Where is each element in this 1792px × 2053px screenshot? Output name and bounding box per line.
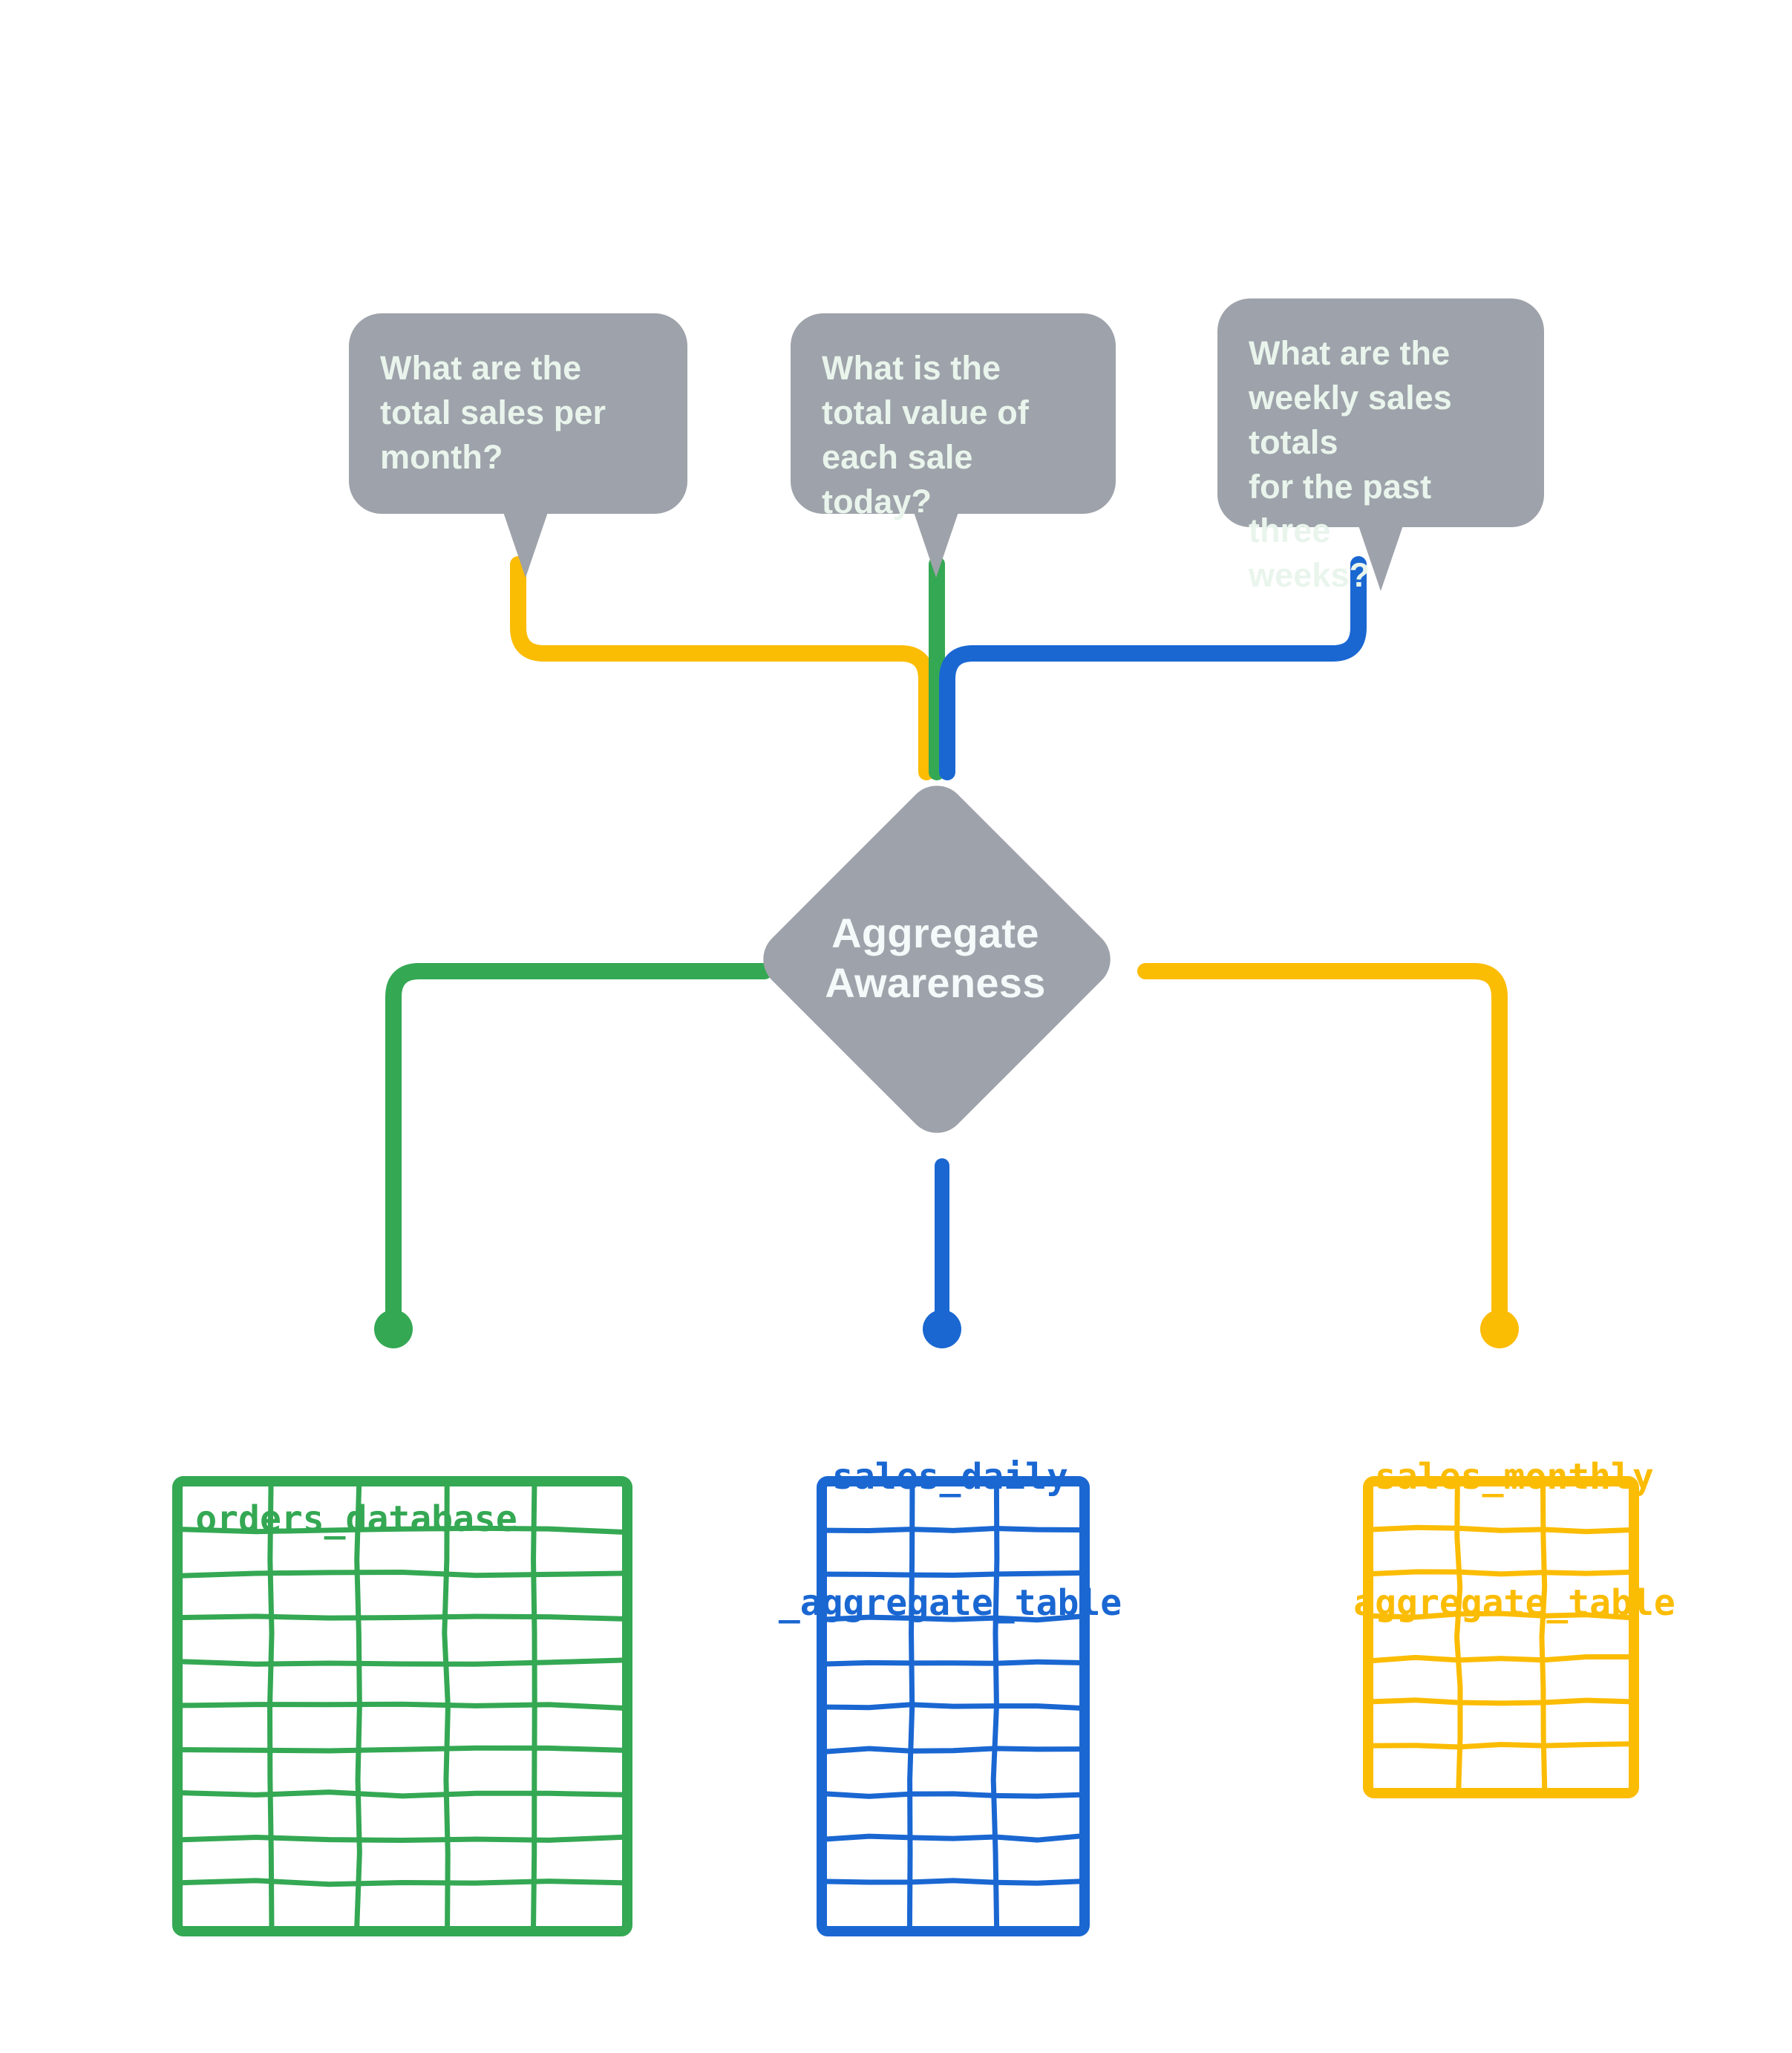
wire-blue-question-to-node xyxy=(939,556,1367,780)
wire-yellow-node-to-sales-monthly xyxy=(1137,963,1508,1326)
table-caption-sales-daily: sales_daily _aggregate_table xyxy=(742,1372,1158,1708)
table-graphic-sales-monthly xyxy=(1363,1476,1639,1798)
question-bubble-monthly-sales-line-3: month? xyxy=(380,437,503,476)
table-caption-sales-monthly-line-1: sales_monthly xyxy=(1375,1456,1654,1498)
question-bubble-monthly-sales[interactable]: What are the total sales per month? xyxy=(349,313,687,578)
question-bubble-weekly-sales-line-1: What are the xyxy=(1249,334,1451,372)
endpoint-dot-sales-monthly xyxy=(1480,1310,1519,1348)
question-bubble-weekly-sales-line-4: weeks? xyxy=(1249,556,1370,595)
table-graphic-sales-daily xyxy=(817,1476,1090,1936)
speech-tail-icon xyxy=(503,512,548,578)
table-graphic-orders-database xyxy=(172,1476,632,1936)
question-bubble-weekly-sales-line-3: for the past three xyxy=(1249,467,1432,550)
speech-tail-icon xyxy=(1358,526,1403,591)
table-caption-sales-daily-line-1: sales_daily xyxy=(832,1456,1068,1498)
question-bubble-monthly-sales-line-2: total sales per xyxy=(380,393,606,431)
speech-tail-icon xyxy=(914,512,958,578)
question-bubble-daily-sale-value-line-2: total value of xyxy=(822,393,1029,431)
question-bubble-monthly-sales-line-1: What are the xyxy=(380,349,582,387)
question-bubble-daily-sale-value-line-1: What is the xyxy=(822,349,1001,387)
table-caption-sales-daily-line-2: _aggregate_table xyxy=(778,1582,1122,1625)
aggregate-awareness-node[interactable]: Aggregate Awareness xyxy=(750,772,1123,1146)
endpoint-dot-sales-daily xyxy=(923,1310,961,1348)
question-bubble-weekly-sales[interactable]: What are the weekly sales totals for the… xyxy=(1217,298,1544,594)
question-bubble-daily-sale-value[interactable]: What is the total value of each sale tod… xyxy=(791,313,1116,578)
table-caption-orders-database: orders_database xyxy=(134,1414,579,1625)
diamond-shape xyxy=(751,773,1123,1146)
wire-green-node-to-orders-database xyxy=(385,963,773,1326)
question-bubble-weekly-sales-line-2: weekly sales totals xyxy=(1249,378,1452,461)
wire-yellow-question-to-node xyxy=(510,556,935,780)
question-bubble-daily-sale-value-line-3: each sale today? xyxy=(822,437,973,520)
table-caption-sales-monthly: sales_monthly aggregate_table xyxy=(1329,1372,1700,1708)
endpoint-dot-orders-database xyxy=(374,1310,413,1348)
table-caption-sales-monthly-line-2: aggregate_table xyxy=(1353,1582,1675,1625)
table-caption-orders-database-line-1: orders_database xyxy=(195,1498,517,1541)
